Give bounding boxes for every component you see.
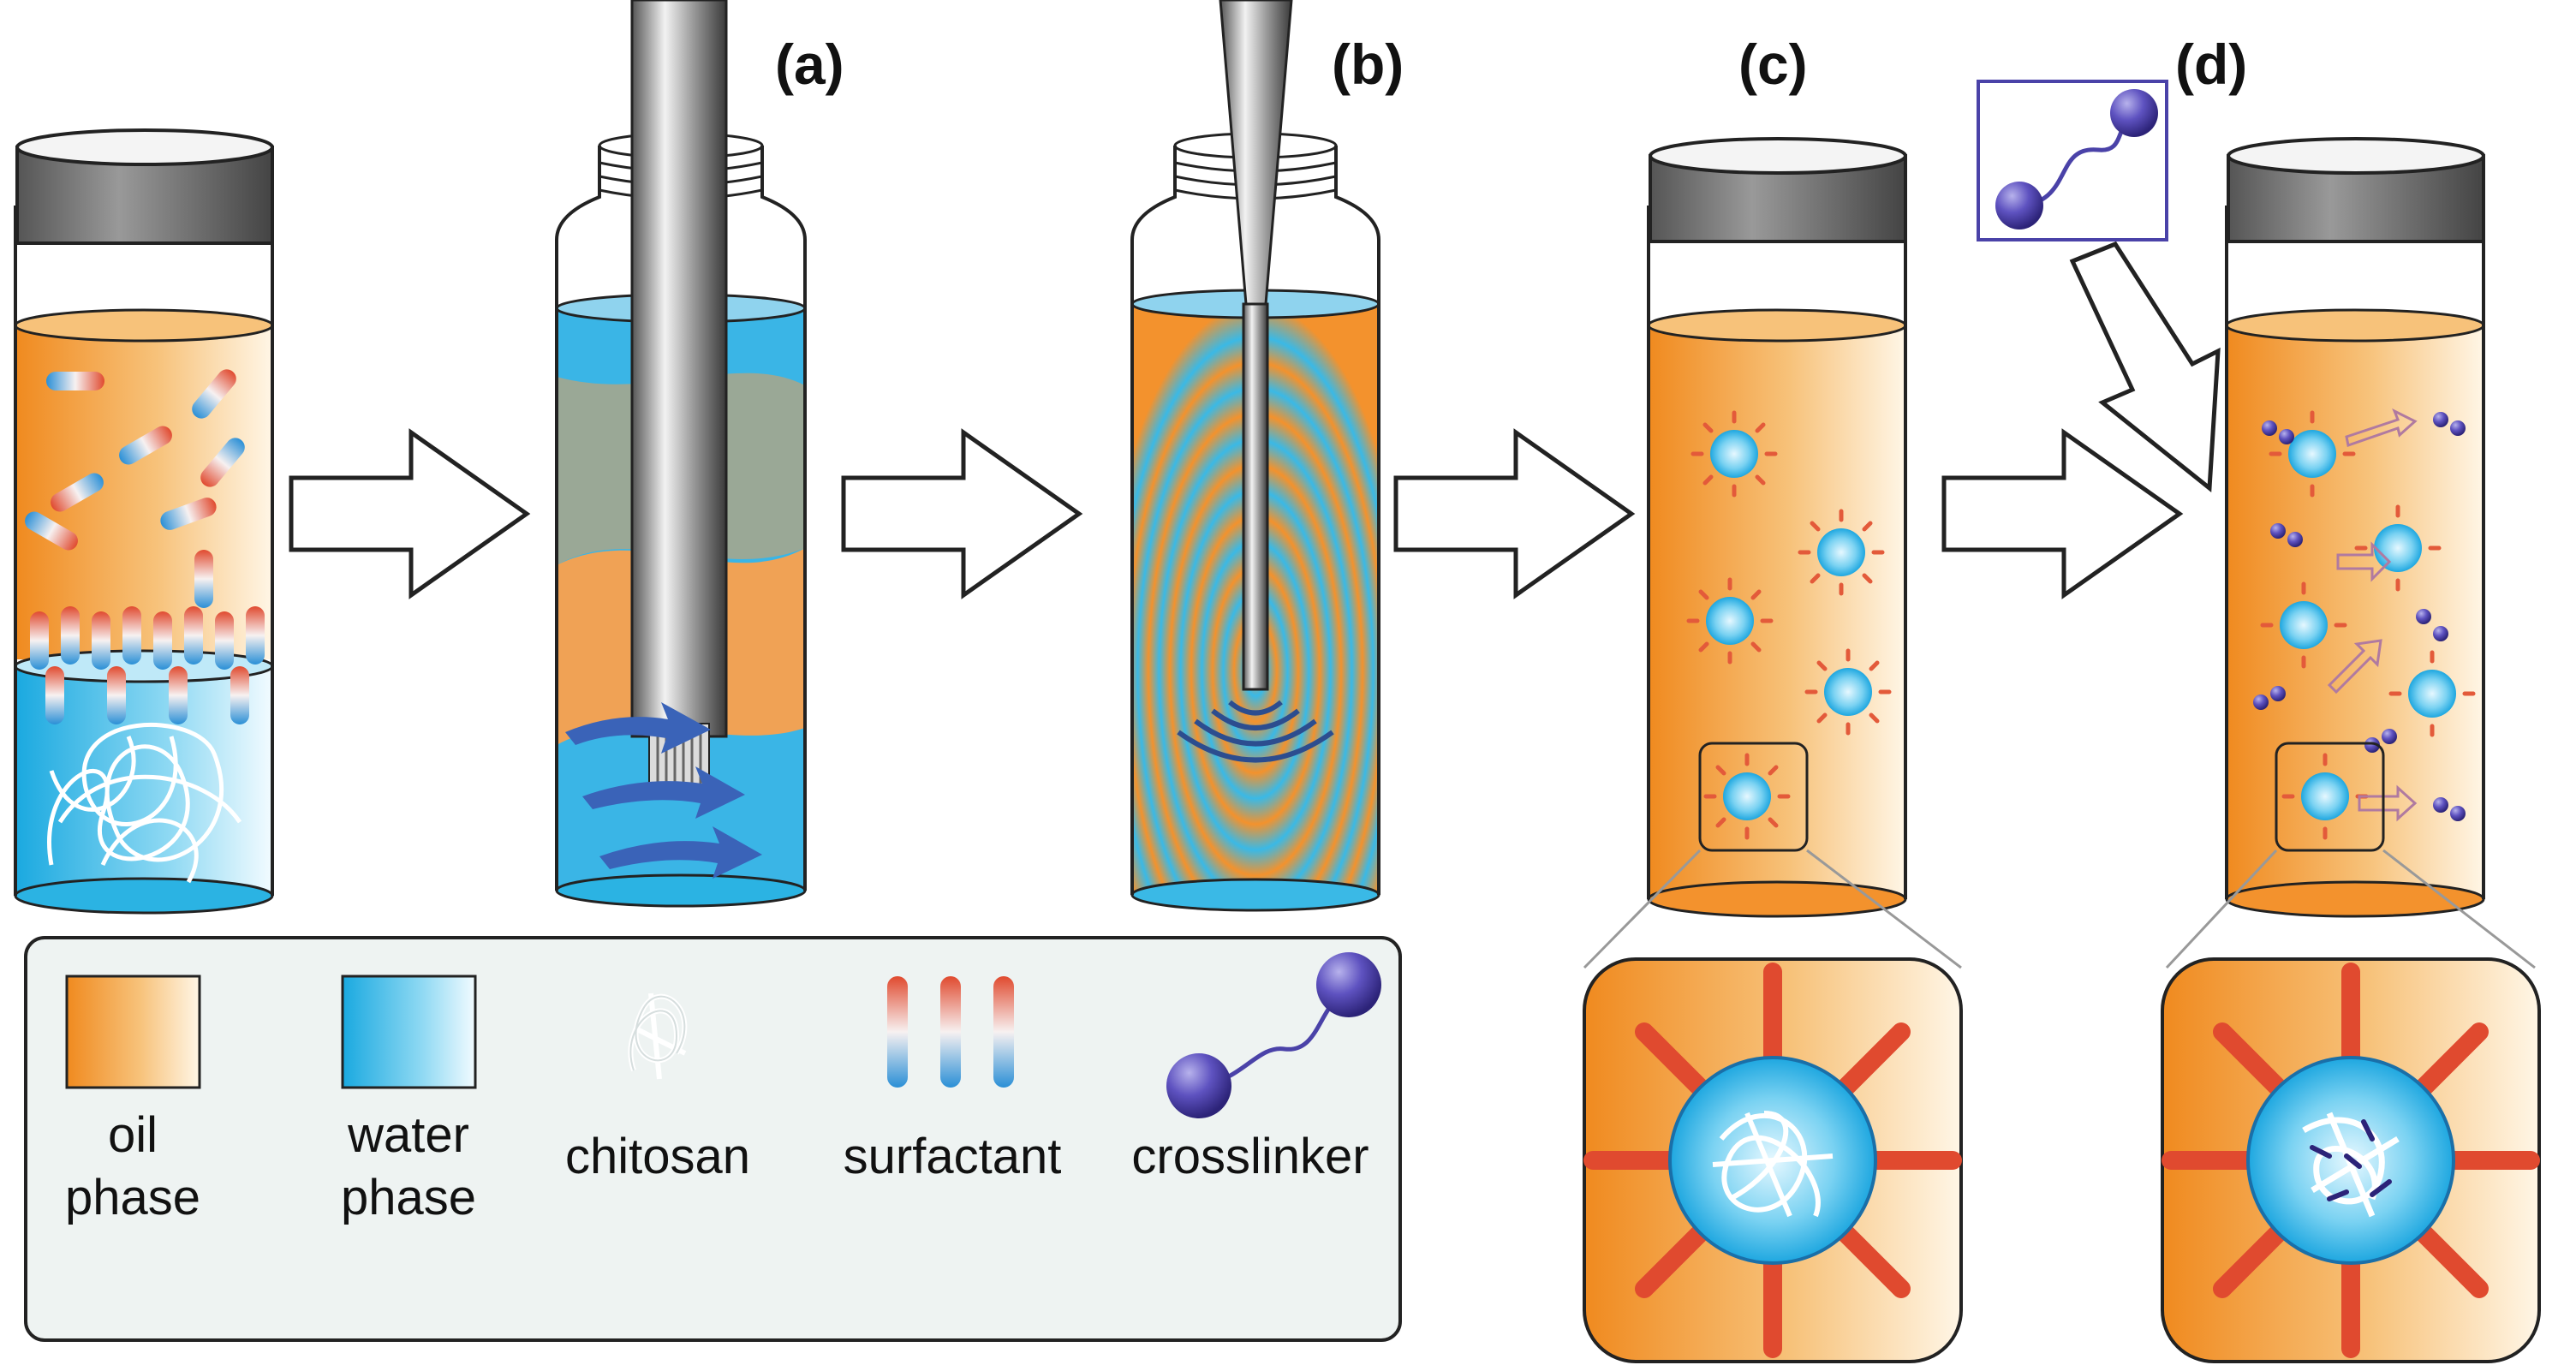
legend-water-phase-line2: phase [341,1170,476,1225]
legend-chitosan-label: chitosan [565,1129,750,1184]
process-arrow-4 [1944,432,2179,595]
process-arrow-3 [1396,432,1631,595]
legend-water-phase: water phase [341,975,477,1225]
vial-c-emulsion [1583,137,1962,969]
zoom-box-d [2275,742,2385,852]
legend-crosslinker-label: crosslinker [1131,1129,1368,1184]
legend-surfactant-label: surfactant [844,1129,1062,1184]
process-arrow-1 [291,432,527,595]
droplets [1686,410,1892,840]
process-arrow-2 [844,432,1079,595]
vial-d-crosslinking [2165,137,2536,969]
vial-a-homogenization [555,0,807,908]
legend-oil-phase-line2: phase [65,1170,200,1225]
panel-label-c: (c) [1738,33,1808,96]
legend: oil phase water phase chitosan surfactan… [24,936,1402,1342]
droplets-crosslinked [2253,408,2476,840]
vial-1-two-phase [14,128,274,915]
zoom-inset-d [2161,957,2541,1363]
chitosan-tangle [47,722,242,884]
legend-crosslinker: crosslinker [1131,952,1381,1184]
legend-water-phase-line1: water [347,1107,469,1163]
crosslinker-addition [1977,80,2221,492]
zoom-box-c [1698,742,1809,852]
panel-label-a: (a) [775,33,844,96]
vial-b-sonication [1130,0,1380,912]
legend-chitosan: chitosan [565,992,750,1184]
panel-label-b: (b) [1332,33,1404,96]
panel-label-d: (d) [2175,33,2247,96]
legend-oil-phase: oil phase [65,975,201,1225]
legend-surfactant: surfactant [844,976,1062,1184]
zoom-inset-c [1583,957,1963,1363]
legend-oil-phase-line1: oil [108,1107,158,1163]
